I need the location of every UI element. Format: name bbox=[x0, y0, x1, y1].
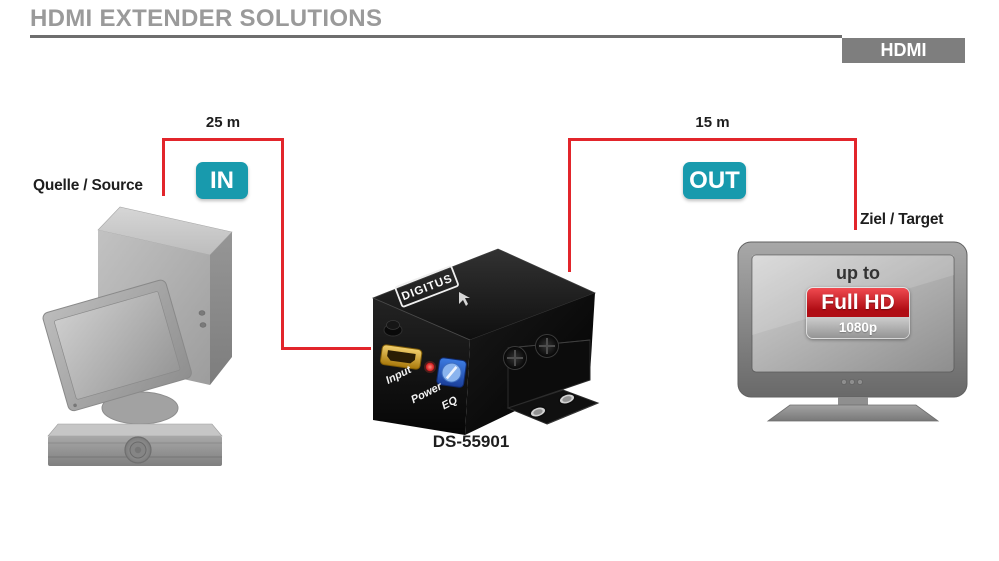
distance-out-label: 15 m bbox=[695, 114, 730, 131]
monitor-power-dot bbox=[73, 403, 77, 408]
dvd-player-illustration bbox=[47, 423, 223, 466]
tower-side-face bbox=[210, 232, 232, 385]
side-screw bbox=[535, 334, 559, 358]
cable-out-right-segment bbox=[854, 138, 857, 230]
tower-button bbox=[198, 310, 206, 316]
cable-out-top-segment bbox=[568, 138, 857, 141]
up-to-label: up to bbox=[836, 263, 880, 283]
bracket-hole bbox=[529, 406, 547, 418]
power-led bbox=[425, 362, 435, 372]
extender-device-illustration: DIGITUS Input Power EQ bbox=[371, 248, 600, 435]
monitor-screen bbox=[54, 291, 181, 400]
distance-in-label: 25 m bbox=[205, 114, 241, 131]
bracket-foot-edge bbox=[546, 402, 599, 425]
cable-in-left-segment bbox=[162, 138, 165, 196]
cursor-arrow-icon bbox=[459, 292, 470, 306]
full-hd-badge: Full HD 1080p bbox=[806, 287, 910, 339]
device-edge-highlight bbox=[372, 297, 471, 341]
cable-in-bottom-segment bbox=[281, 347, 371, 350]
side-screw bbox=[503, 346, 527, 370]
dvd-knob-center bbox=[134, 446, 142, 454]
cable-in-right-segment bbox=[281, 138, 284, 350]
digitus-logo-frame bbox=[394, 265, 459, 308]
mounting-bracket bbox=[506, 339, 600, 425]
hdmi-category-badge: HDMI bbox=[842, 38, 965, 63]
eq-dial bbox=[436, 357, 467, 388]
resolution-detail-label: 1080p bbox=[807, 317, 909, 338]
page-title: HDMI EXTENDER SOLUTIONS bbox=[30, 5, 383, 32]
hdmi-port bbox=[379, 344, 423, 370]
target-label: Ziel / Target bbox=[860, 211, 944, 228]
tv-stand-base bbox=[766, 404, 940, 422]
in-badge: IN bbox=[196, 162, 248, 199]
tv-control-dot bbox=[849, 378, 856, 385]
tv-control-dot bbox=[857, 378, 864, 385]
eq-dial-pointer bbox=[445, 366, 458, 380]
dvd-player-top bbox=[47, 423, 223, 437]
tv-stand-neck bbox=[838, 397, 868, 406]
title-rule bbox=[30, 35, 842, 38]
device-model-label: DS-55901 bbox=[432, 432, 510, 451]
power-stud-top bbox=[386, 320, 400, 330]
tv-control-dot bbox=[841, 378, 848, 385]
cable-in-top-segment bbox=[162, 138, 284, 141]
out-badge: OUT bbox=[683, 162, 746, 199]
hdmi-port-slot bbox=[387, 350, 416, 364]
source-equipment-illustration bbox=[42, 206, 233, 466]
cable-out-left-segment bbox=[568, 138, 571, 272]
source-monitor-illustration bbox=[42, 279, 192, 412]
tower-button bbox=[199, 322, 207, 328]
source-label: Quelle / Source bbox=[33, 177, 143, 194]
full-hd-badge-text: Full HD bbox=[807, 288, 909, 317]
bracket-hole bbox=[558, 393, 576, 405]
